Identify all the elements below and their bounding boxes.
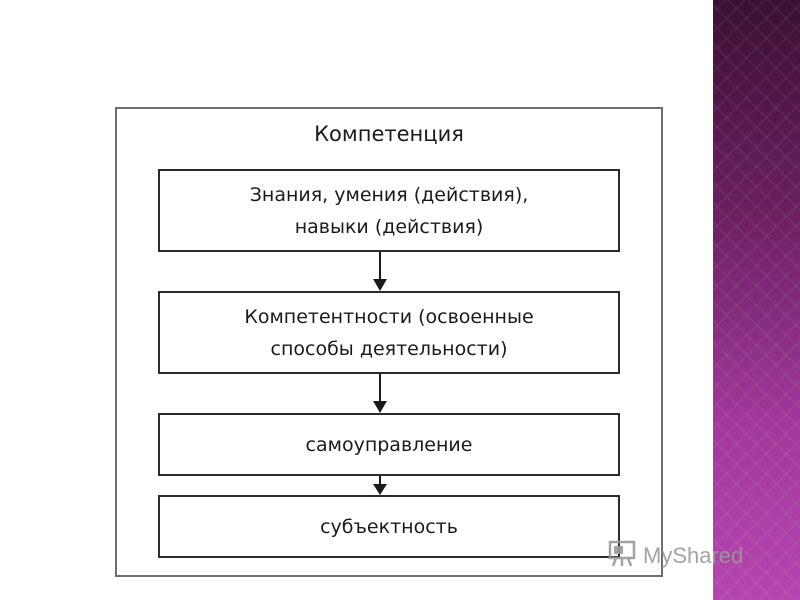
flow-arrow: [372, 374, 388, 413]
step-label-line: самоуправление: [305, 433, 473, 456]
diagram-title: Компетенция: [314, 122, 464, 146]
step-label-line: способы деятельности): [270, 337, 508, 360]
step-box-knowledge: Знания, умения (действия), навыки (дейст…: [158, 169, 620, 252]
step-box-competencies: Компетентности (освоенные способы деятел…: [158, 291, 620, 374]
flow-arrow: [372, 252, 388, 291]
step-label-line: субъектность: [320, 515, 458, 538]
step-label-line: навыки (действия): [294, 215, 484, 238]
presentation-board-icon: [607, 538, 637, 574]
watermark-text: MyShared: [643, 543, 744, 568]
decorative-side-band: [713, 0, 800, 600]
step-label-line: Компетентности (освоенные: [244, 305, 534, 328]
step-box-subjectness: субъектность: [158, 495, 620, 558]
flow-arrow: [372, 476, 388, 495]
step-label-line: Знания, умения (действия),: [249, 183, 529, 206]
watermark: MyShared: [607, 538, 743, 574]
step-box-self-management: самоуправление: [158, 413, 620, 476]
